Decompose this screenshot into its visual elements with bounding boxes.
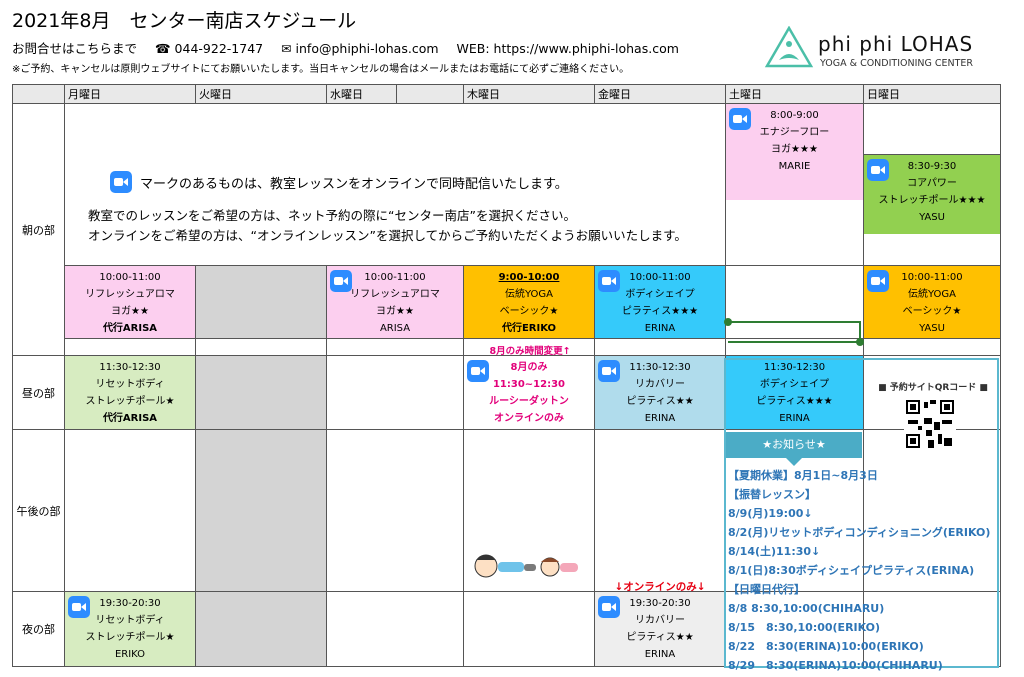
qr-title: ■ 予約サイトQRコード ■ <box>878 383 988 393</box>
early-row: 朝の部 8:00-9:00 エナジーフロー ヨガ★★★ MARIE 8:30-9… <box>12 103 1001 356</box>
fri-night-lesson[interactable]: 19:30-20:30 リカバリー ピラティス★★ ERINA <box>594 591 726 667</box>
news-item: 8/22 8:30(ERINA)10:00(ERIKO) <box>728 640 924 653</box>
day-header-tue: 火曜日 <box>195 84 327 104</box>
online-camera-icon <box>68 596 90 618</box>
online-camera-icon <box>110 171 132 193</box>
mon-noon-lesson[interactable]: 11:30-12:30 リセットボディ ストレッチポール★ 代行ARISA <box>64 355 196 430</box>
page-title: 2021年8月 センター南店スケジュール <box>12 10 357 32</box>
period-noon: 昼の部 <box>12 355 65 430</box>
news-item: 【日曜日代行】 <box>728 583 805 596</box>
online-camera-icon <box>867 159 889 181</box>
wed-morning-lesson[interactable]: 10:00-11:00 リフレッシュアロマ ヨガ★★ ARISA <box>326 265 464 339</box>
lesson-card[interactable]: 8:30-9:30 コアパワー ストレッチポール★★★ YASU <box>864 154 1000 234</box>
news-item: 【振替レッスン】 <box>728 488 816 501</box>
news-item: 8/29 8:30(ERINA)10:00(CHIHARU) <box>728 659 943 672</box>
sun-early-cell: 8:30-9:30 コアパワー ストレッチポール★★★ YASU <box>863 103 1001 266</box>
day-header-sat: 土曜日 <box>725 84 864 104</box>
booking-note: ※ご予約、キャンセルは原則ウェブサイトにてお願いいたします。当日キャンセルの場合… <box>12 64 630 75</box>
online-camera-icon <box>598 360 620 382</box>
night-row: 夜の部 19:30-20:30 リセットボディ ストレッチポール★ ERIKO … <box>12 591 1001 667</box>
tue-morning-empty <box>195 265 327 339</box>
noon-row: 昼の部 11:30-12:30 リセットボディ ストレッチポール★ 代行ARIS… <box>12 355 1001 430</box>
phone-number[interactable]: ☎ 044-922-1747 <box>155 41 264 56</box>
news-item: 【夏期休業】8月1日~8月3日 <box>728 469 878 482</box>
sun-morning-lesson[interactable]: 10:00-11:00 伝統YOGA ベーシック★ YASU <box>863 265 1001 339</box>
online-camera-icon <box>729 108 751 130</box>
resting-people-illustration <box>474 554 578 578</box>
online-info-line: マークのあるものは、教室レッスンをオンラインで同時配信いたします。 <box>110 166 568 193</box>
period-night: 夜の部 <box>12 591 65 667</box>
inquiry-label: お問合せはこちらまで <box>12 41 138 56</box>
connector-line <box>724 318 864 346</box>
day-header-fri: 金曜日 <box>594 84 726 104</box>
online-camera-icon <box>467 360 489 382</box>
online-camera-icon <box>867 270 889 292</box>
mon-night-lesson[interactable]: 19:30-20:30 リセットボディ ストレッチポール★ ERIKO <box>64 591 196 667</box>
time-change-note: 8月のみ時間変更↑ <box>489 346 571 357</box>
schedule-table: 月曜日 火曜日 水曜日 木曜日 金曜日 土曜日 日曜日 朝の部 8:00-9:0… <box>12 84 1001 667</box>
day-header-wed: 水曜日 <box>326 84 397 104</box>
day-header-sun: 日曜日 <box>863 84 1001 104</box>
news-title: ★お知らせ★ <box>726 432 862 466</box>
fri-noon-lesson[interactable]: 11:30-12:30 リカバリー ピラティス★★ ERINA <box>594 355 726 430</box>
news-item: 8/15 8:30,10:00(ERIKO) <box>728 621 881 634</box>
news-item: 8/1(日)8:30ボディシェイプピラティス(ERINA) <box>728 564 975 577</box>
period-afternoon: 午後の部 <box>12 429 65 592</box>
online-camera-icon <box>330 270 352 292</box>
booking-instructions: 教室でのレッスンをご希望の方は、ネット予約の際に“センター南店”を選択ください。… <box>88 208 687 243</box>
news-item: 8/14(土)11:30↓ <box>728 545 821 558</box>
day-header-thu: 木曜日 <box>463 84 595 104</box>
news-item: 8/9(月)19:00↓ <box>728 507 813 520</box>
spacer-row <box>13 338 1001 356</box>
online-camera-icon <box>598 270 620 292</box>
news-list: 【夏期休業】8月1日~8月3日 【振替レッスン】 8/9(月)19:00↓ 8/… <box>728 466 990 675</box>
info-cell <box>64 103 726 266</box>
online-camera-icon <box>598 596 620 618</box>
contact-line: お問合せはこちらまで ☎ 044-922-1747 ✉ info@phiphi-… <box>12 38 693 57</box>
logo-name: phi phi LOHAS <box>818 32 974 56</box>
thu-morning-lesson[interactable]: 9:00-10:00 伝統YOGA ベーシック★ 代行ERIKO <box>463 265 595 339</box>
day-header-mon: 月曜日 <box>64 84 196 104</box>
news-box <box>724 358 999 668</box>
qr-code-icon[interactable] <box>904 398 956 450</box>
mon-morning-lesson[interactable]: 10:00-11:00 リフレッシュアロマ ヨガ★★ 代行ARISA <box>64 265 196 339</box>
news-item: 8/2(月)リセットボディコンディショニング(ERIKO) <box>728 526 991 539</box>
period-morning: 朝の部 <box>12 103 65 356</box>
sat-noon-lesson[interactable]: 11:30-12:30 ボディシェイプ ピラティス★★★ ERINA <box>725 355 864 430</box>
email-address[interactable]: ✉ info@phiphi-lohas.com <box>281 41 439 56</box>
fri-morning-lesson[interactable]: 10:00-11:00 ボディシェイプ ピラティス★★★ ERINA <box>594 265 726 339</box>
lesson-card[interactable]: 8:00-9:00 エナジーフロー ヨガ★★★ MARIE <box>726 104 863 200</box>
logo-subtitle: YOGA & CONDITIONING CENTER <box>820 58 974 69</box>
morning-row: 10:00-11:00 リフレッシュアロマ ヨガ★★ 代行ARISA 10:00… <box>13 265 1001 339</box>
logo-lotus-icon <box>764 26 814 68</box>
header-row: 月曜日 火曜日 水曜日 木曜日 金曜日 土曜日 日曜日 <box>12 84 1001 104</box>
sat-early-cell: 8:00-9:00 エナジーフロー ヨガ★★★ MARIE <box>725 103 864 266</box>
online-only-note: ↓オンラインのみ↓ <box>614 581 706 593</box>
thu-noon-online-lesson[interactable]: 8月のみ 11:30~12:30 ルーシーダットン オンラインのみ <box>463 355 595 430</box>
sat-morning-empty <box>725 265 864 339</box>
website-url[interactable]: WEB: https://www.phiphi-lohas.com <box>456 41 679 56</box>
news-item: 8/8 8:30,10:00(CHIHARU) <box>728 602 885 615</box>
